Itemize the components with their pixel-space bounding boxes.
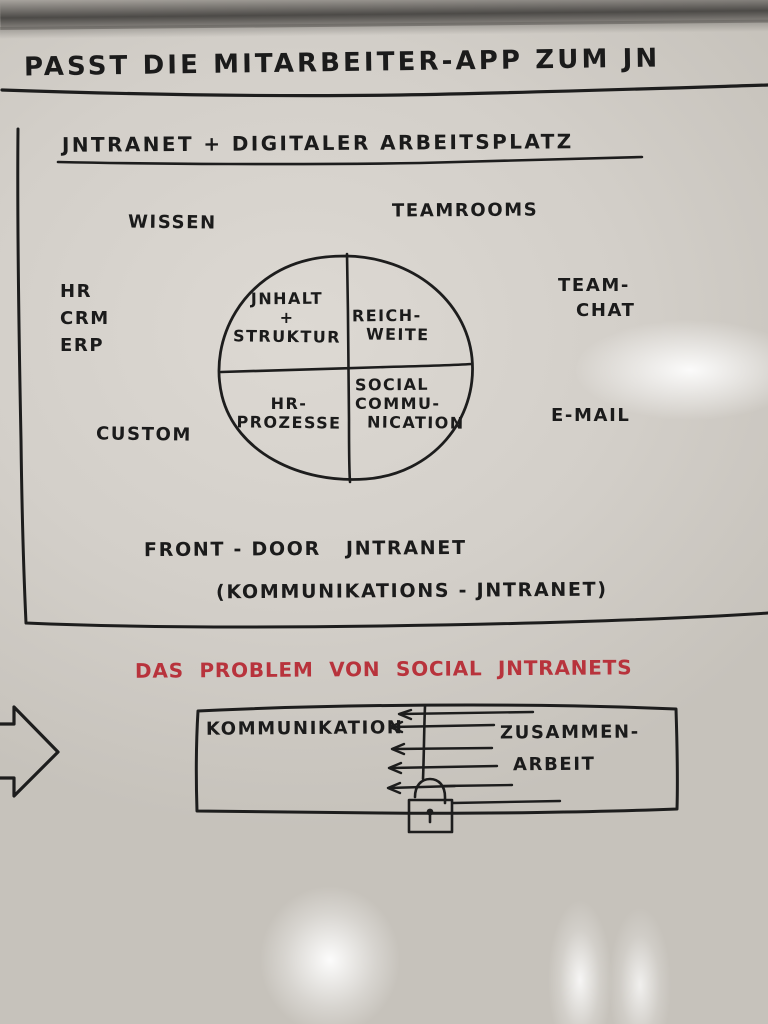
problem-arrow-5-head [386,781,402,795]
problem-arrow-5 [387,784,457,790]
label-crm: CRM [60,308,110,329]
label-erp: ERP [60,335,105,356]
padlock-icon [407,777,454,834]
title-underline [0,83,768,98]
quadrant-top-right: REICH- WEITE [351,305,452,345]
quadrant-top-right-line1: REICH- [351,305,422,326]
quadrant-bottom-right-line2: COMMU- [355,393,441,413]
caption-front-door-intranet: FRONT - DOOR JNTRANET [143,536,467,562]
label-hr: HR [60,281,93,302]
problem-barrier-line [421,704,427,781]
problem-arrow-1 [398,710,535,716]
label-wissen: WISSEN [127,211,217,234]
section-heading: JNTRANET + DIGITALER ARBEITSPLATZ [61,129,574,157]
quadrant-top-left-line2: + [279,307,295,327]
problem-arrow-3 [391,746,494,751]
block-arrow-right-icon [0,705,60,798]
label-team-chat-line1: TEAM- [558,275,630,296]
label-team-chat-line2: CHAT [576,300,636,321]
quadrant-top-left-line1: JNHALT [250,288,324,309]
problem-box-left-label: KOMMUNIKATION [205,717,404,740]
board-title: PASST DIE MITARBEITER-APP ZUM JN [23,43,661,83]
quadrant-bottom-right: SOCIAL COMMU- NICATION [354,374,465,433]
problem-arrow-4 [388,764,499,770]
caption-kommunikations-intranet: (KOMMUNIKATIONS - JNTRANET) [215,578,608,604]
section-heading-underline [56,155,644,166]
problem-box-right-label-line2: ARBEIT [512,753,596,776]
quadrant-bottom-right-line1: SOCIAL [354,374,430,395]
label-email: E-MAIL [551,405,631,426]
quadrant-divider-vertical [345,252,352,484]
problem-box-right-label-line1: ZUSAMMEN- [499,721,640,744]
quadrant-bottom-left-line2: PROZESSE [236,412,342,433]
quadrant-top-right-line2: WEITE [365,324,430,345]
problem-arrow-2 [389,723,496,729]
problem-heading: DAS PROBLEM VON SOCIAL JNTRANETS [134,655,633,683]
problem-arrow-3-head [390,742,406,756]
problem-arrow-4-head [387,761,403,775]
problem-line-stub-2 [451,799,562,805]
quadrant-top-left-line3: STRUKTUR [232,326,342,347]
quadrant-divider-horizontal [219,362,474,374]
quadrant-bottom-right-line3: NICATION [366,412,465,433]
quadrant-bottom-left: HR- PROZESSE [236,394,342,433]
quadrant-top-left: JNHALT + STRUKTUR [232,288,342,347]
problem-line-stub-1 [441,783,514,788]
quadrant-bottom-left-line1: HR- [270,394,308,413]
label-custom: CUSTOM [95,423,193,446]
label-teamrooms: TEAMROOMS [391,199,539,222]
